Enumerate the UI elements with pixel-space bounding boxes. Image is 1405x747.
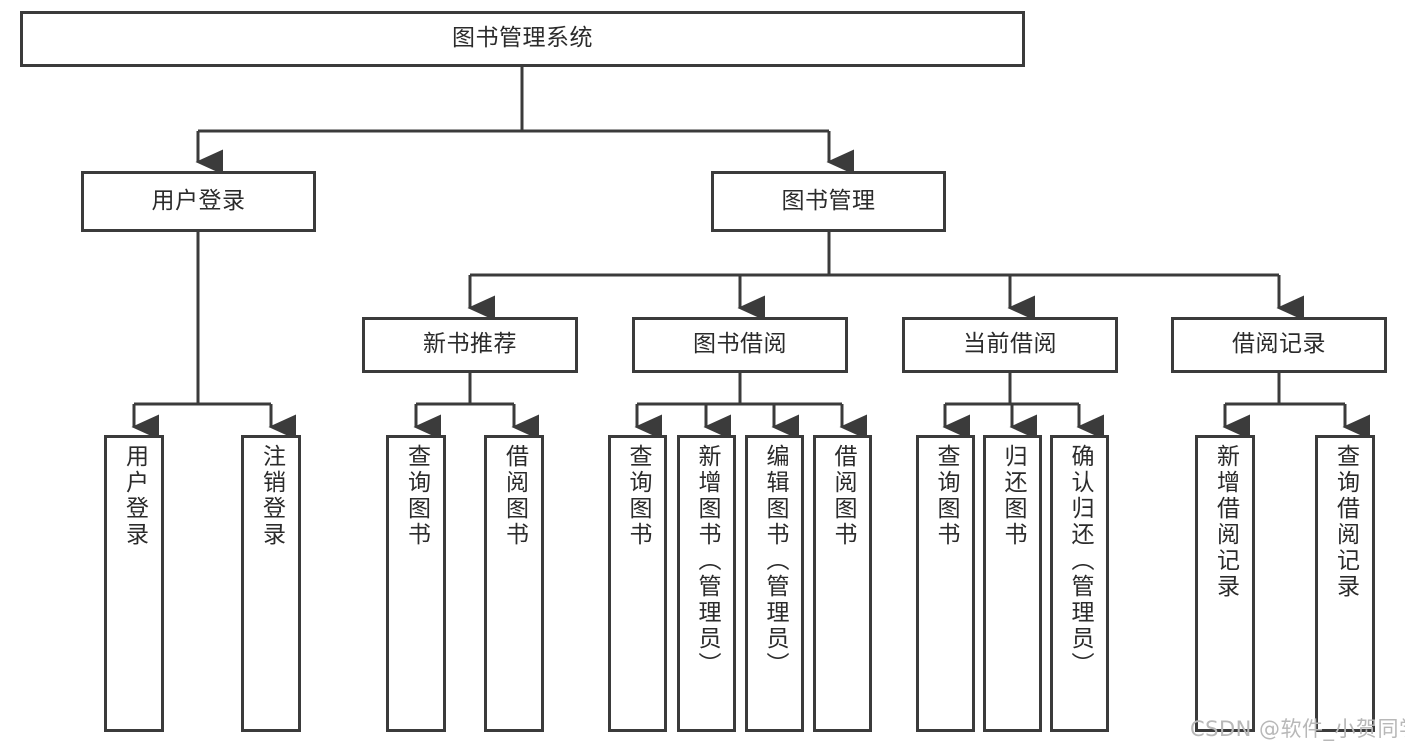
csdn-watermark: CSDN @软件_小贺同学 (1190, 717, 1405, 741)
node-leaf-edit-book-label: 编辑图书（管理员） (762, 444, 788, 678)
node-leaf-query-book-1-label: 查询图书 (403, 444, 430, 548)
node-leaf-user-login[interactable]: 用户登录 (104, 435, 164, 732)
node-leaf-return-book-label: 归还图书 (1000, 444, 1026, 548)
node-leaf-user-login-label: 用户登录 (121, 444, 148, 548)
node-leaf-add-record-label: 新增借阅记录 (1212, 444, 1239, 600)
node-borrow-record[interactable]: 借阅记录 (1171, 317, 1387, 373)
node-leaf-return-book[interactable]: 归还图书 (983, 435, 1042, 732)
node-leaf-query-book-1[interactable]: 查询图书 (386, 435, 446, 732)
node-leaf-query-book-2[interactable]: 查询图书 (608, 435, 667, 732)
node-leaf-query-record[interactable]: 查询借阅记录 (1315, 435, 1375, 732)
node-leaf-query-record-label: 查询借阅记录 (1332, 444, 1359, 600)
node-borrow-record-label: 借阅记录 (1232, 331, 1326, 358)
node-new-book-recommend-label: 新书推荐 (423, 331, 517, 358)
node-leaf-borrow-book-1-label: 借阅图书 (501, 444, 528, 548)
node-leaf-query-book-2-label: 查询图书 (625, 444, 651, 548)
node-leaf-confirm-return-label: 确认归还（管理员） (1067, 444, 1093, 678)
node-leaf-query-book-3[interactable]: 查询图书 (916, 435, 975, 732)
node-leaf-edit-book[interactable]: 编辑图书（管理员） (745, 435, 804, 732)
node-leaf-borrow-book-1[interactable]: 借阅图书 (484, 435, 544, 732)
node-current-borrow[interactable]: 当前借阅 (902, 317, 1118, 373)
node-user-login[interactable]: 用户登录 (81, 171, 316, 232)
node-new-book-recommend[interactable]: 新书推荐 (362, 317, 578, 373)
node-leaf-borrow-book-2[interactable]: 借阅图书 (813, 435, 872, 732)
node-leaf-user-logout-label: 注销登录 (258, 444, 285, 548)
node-book-manage-label: 图书管理 (781, 187, 876, 214)
node-leaf-add-book-label: 新增图书（管理员） (694, 444, 720, 678)
node-root[interactable]: 图书管理系统 (20, 11, 1025, 67)
node-leaf-borrow-book-2-label: 借阅图书 (830, 444, 856, 548)
node-leaf-add-book[interactable]: 新增图书（管理员） (677, 435, 736, 732)
node-book-manage[interactable]: 图书管理 (711, 171, 946, 232)
node-leaf-user-logout[interactable]: 注销登录 (241, 435, 301, 732)
node-book-borrow[interactable]: 图书借阅 (632, 317, 848, 373)
node-current-borrow-label: 当前借阅 (963, 331, 1057, 358)
node-book-borrow-label: 图书借阅 (693, 331, 787, 358)
node-leaf-confirm-return[interactable]: 确认归还（管理员） (1050, 435, 1109, 732)
node-user-login-label: 用户登录 (151, 187, 246, 214)
node-leaf-add-record[interactable]: 新增借阅记录 (1195, 435, 1255, 732)
node-leaf-query-book-3-label: 查询图书 (933, 444, 959, 548)
node-root-label: 图书管理系统 (452, 25, 593, 52)
